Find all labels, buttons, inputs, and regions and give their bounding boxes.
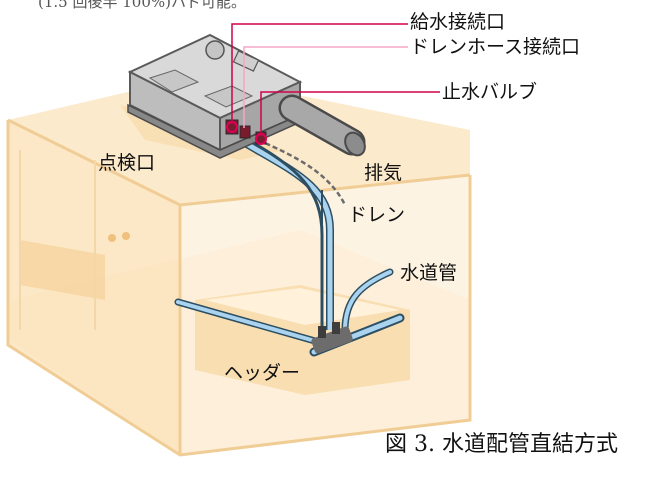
leader-water-inlet bbox=[231, 23, 408, 124]
pipe-supply-vertical-fill bbox=[238, 137, 333, 330]
top-note: (1.5 回後半 100%)ハド可能。 bbox=[38, 0, 246, 11]
unit-top-panel-b bbox=[203, 85, 254, 108]
leader-drain-hose bbox=[243, 46, 408, 128]
pipes bbox=[174, 136, 405, 357]
leader-lines bbox=[231, 23, 440, 136]
drain-hose bbox=[257, 138, 347, 206]
exhaust-duct-end bbox=[344, 131, 366, 157]
label-drain: ドレン bbox=[348, 204, 406, 226]
faucet-knob-2 bbox=[122, 232, 130, 240]
figure-caption: 図 3. 水道配管直結方式 bbox=[385, 432, 618, 457]
room-edges bbox=[6, 118, 472, 457]
header-fitting bbox=[311, 322, 353, 354]
label-water-inlet: 給水接続口 bbox=[410, 11, 506, 33]
leader-stop-valve bbox=[260, 91, 440, 136]
pipe-left-branch-fill bbox=[176, 300, 324, 345]
exhaust-duct-fill bbox=[281, 97, 363, 153]
bathtub-rim bbox=[205, 288, 400, 325]
label-water-pipe: 水道管 bbox=[400, 262, 458, 284]
unit-fan-circle bbox=[205, 40, 225, 60]
label-exhaust: 排気 bbox=[364, 162, 403, 184]
label-stop-valve: 止水バルブ bbox=[442, 81, 538, 103]
sink-counter bbox=[20, 240, 105, 300]
label-drain-hose: ドレンホース接続口 bbox=[410, 36, 581, 58]
label-header: ヘッダー bbox=[224, 362, 301, 384]
water-heater-unit bbox=[127, 33, 366, 159]
label-inspection: 点検口 bbox=[98, 152, 156, 174]
faucet-knob-1 bbox=[108, 234, 116, 242]
room-inner-edges bbox=[19, 150, 96, 330]
unit-top-panel-a bbox=[148, 69, 200, 93]
pipe-water-main-fill bbox=[343, 270, 392, 332]
fitting-drain bbox=[239, 125, 251, 139]
